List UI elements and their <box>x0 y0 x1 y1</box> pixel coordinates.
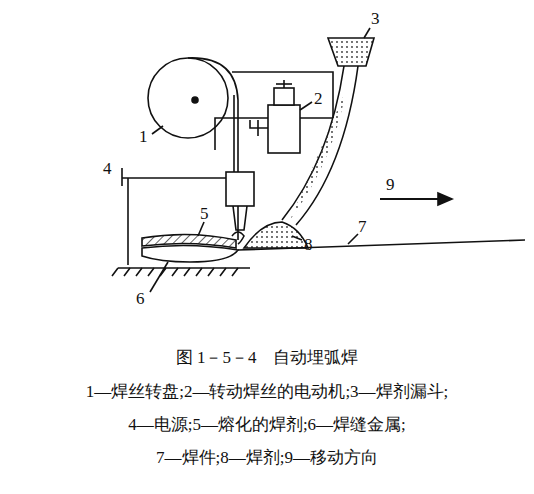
callout-number: 7 <box>358 218 367 237</box>
key-line: 1—焊丝转盘;2—转动焊丝的电动机;3—焊剂漏斗; <box>0 382 534 402</box>
motion-arrow <box>380 198 438 200</box>
callout-number: 5 <box>200 205 209 224</box>
leader-line <box>152 126 163 134</box>
torch <box>226 172 254 206</box>
leader-line <box>348 234 358 244</box>
leader-line <box>198 222 204 236</box>
motor <box>268 105 300 153</box>
leader-line <box>364 28 370 38</box>
leader-line <box>292 236 302 240</box>
figure-caption: 图 1－5－4 自动埋弧焊 <box>0 348 534 368</box>
callout-number: 9 <box>386 176 395 195</box>
wire-reel <box>148 58 228 138</box>
workpiece <box>238 240 525 250</box>
callout-number: 3 <box>371 10 380 29</box>
flux-pile <box>244 222 308 248</box>
power-source <box>122 168 226 186</box>
key-line: 4—电源;5—熔化的焊剂;6—焊缝金属; <box>0 415 534 435</box>
leader-line <box>300 102 312 110</box>
callout-number: 2 <box>314 90 323 109</box>
flux-tube <box>282 66 344 220</box>
callout-number: 4 <box>103 160 112 179</box>
leader-line <box>150 262 168 292</box>
key-line: 7—焊件;8—焊剂;9—移动方向 <box>0 448 534 468</box>
callout-number: 8 <box>304 236 313 255</box>
callout-number: 6 <box>136 290 145 309</box>
weld-metal <box>142 245 238 262</box>
flux-hopper <box>328 38 374 66</box>
welding-wire <box>188 58 238 240</box>
callout-number: 1 <box>139 128 148 147</box>
